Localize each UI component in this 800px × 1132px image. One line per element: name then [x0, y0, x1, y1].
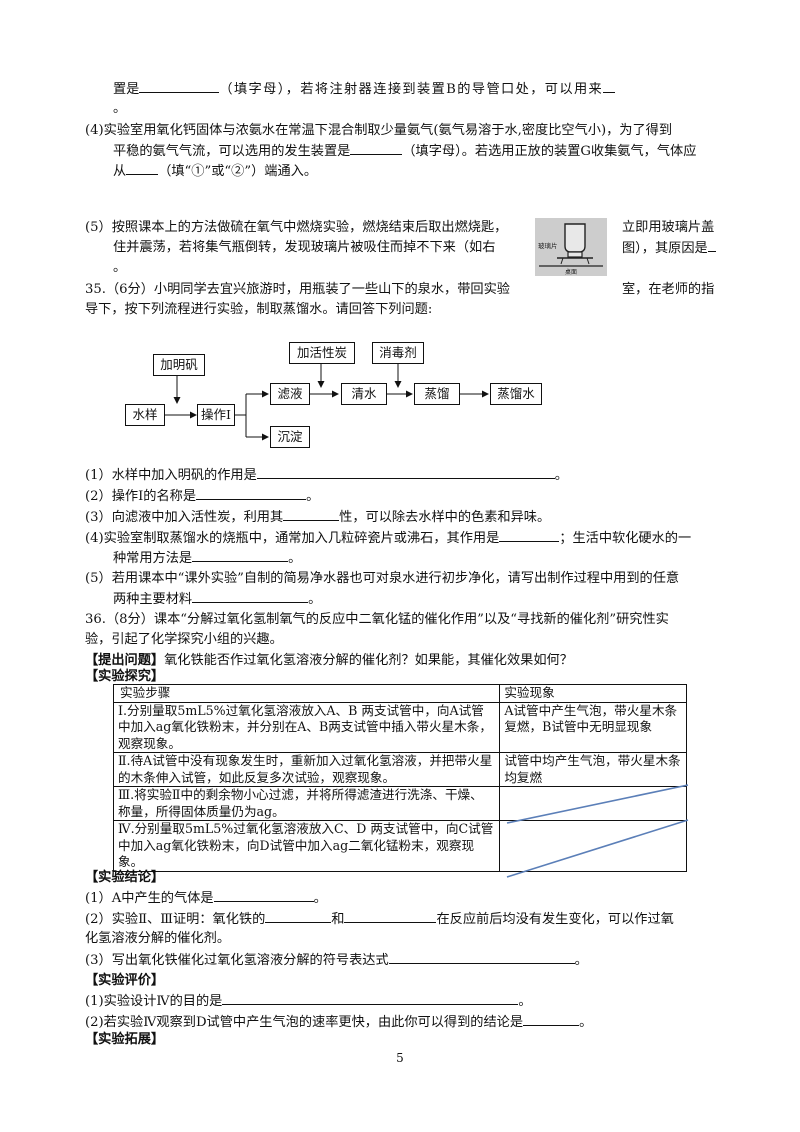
q34-line1: 置是（填字母），若将注射器连接到装置B的导管口处，可以用来 [113, 80, 616, 99]
q5-line2-right: 图），其原因是 [622, 239, 716, 258]
section-tag-explore: 【实验探究】 [85, 669, 165, 684]
table-header-phenomena: 实验现象 [499, 684, 687, 703]
table-header-steps: 实验步骤 [112, 684, 501, 703]
q36-concl-2: (2）实验Ⅱ、Ⅲ证明：氧化铁的和在反应前后均没有发生变化，可以作过氧 [85, 910, 674, 927]
answer-blank[interactable] [344, 910, 437, 923]
answer-blank[interactable] [603, 80, 616, 93]
table-cell-phenomenon [499, 786, 687, 821]
q35-sub5-cont: 两种主要材料。 [113, 590, 322, 607]
q35-sub4: (4)实验室制取蒸馏水的烧瓶中，通常加入几粒碎瓷片或沸石，其作用是；生活中软化硬… [85, 529, 692, 546]
q5-line1: (5）按照课本上的方法做硫在氧气中燃烧实验，燃烧结束后取出燃烧匙， [85, 220, 508, 235]
table-row: Ⅰ.分别量取5mL5%过氧化氢溶液放入A、B 两支试管中，向A试管中加入ag氧化… [112, 701, 687, 753]
table-cell-step: Ⅰ.分别量取5mL5%过氧化氢溶液放入A、B 两支试管中，向A试管中加入ag氧化… [112, 701, 501, 753]
table-cell-phenomenon [499, 820, 687, 872]
flow-box-caozuo: 操作Ⅰ [197, 404, 235, 426]
answer-blank[interactable] [350, 142, 403, 155]
inverted-bottle-image: 玻璃片 桌面 [535, 218, 607, 276]
answer-blank[interactable] [707, 239, 716, 252]
q36-intro-line2: 验，引起了化学探究小组的兴趣。 [85, 632, 283, 647]
answer-blank[interactable] [192, 549, 289, 562]
flow-box-zhengliu: 蒸馏 [414, 383, 460, 405]
flow-box-qingshui: 清水 [341, 383, 387, 405]
answer-blank[interactable] [499, 529, 560, 542]
section-tag-evaluation: 【实验评价】 [85, 973, 165, 988]
q5-line1-right: 立即用玻璃片盖 [622, 220, 715, 235]
q35-sub3: (3）向滤液中加入活性炭，利用其性，可以除去水样中的色素和异味。 [85, 508, 551, 525]
q35-intro-line1-right: 室，在老师的指 [622, 282, 715, 297]
q5-line3: 。 [113, 260, 127, 275]
answer-blank[interactable] [523, 1013, 580, 1026]
pic-label-table: 桌面 [565, 268, 577, 276]
flow-box-shuiyang: 水样 [125, 404, 165, 426]
q36-concl-2-cont: 化氢溶液分解的催化剂。 [85, 931, 231, 946]
table-row: Ⅲ.将实验Ⅱ中的剩余物小心过滤，并将所得滤渣进行洗涤、干燥、称量，所得固体质量仍… [112, 786, 687, 821]
answer-blank[interactable] [388, 951, 575, 964]
table-cell-step: Ⅲ.将实验Ⅱ中的剩余物小心过滤，并将所得滤渣进行洗涤、干燥、称量，所得固体质量仍… [112, 786, 501, 821]
answer-blank[interactable] [196, 487, 307, 500]
q35-intro-line1: 35.（6分）小明同学去宜兴旅游时，用瓶装了一些山下的泉水，带回实验 [85, 282, 510, 297]
pic-label-glass: 玻璃片 [538, 241, 558, 250]
q36-concl-3: (3）写出氧化铁催化过氧化氢溶液分解的符号表达式。 [85, 951, 588, 968]
q35-intro-line2: 导下，按下列流程进行实验，制取蒸馏水。请回答下列问题: [85, 302, 433, 317]
q34-line2: 。 [113, 101, 127, 116]
q4-line1: (4)实验室用氧化钙固体与浓氨水在常温下混合制取少量氨气(氨气易溶于水,密度比空… [85, 123, 673, 138]
q36-eval-1: (1)实验设计Ⅳ的目的是。 [85, 992, 532, 1009]
q36-question: 【提出问题】氧化铁能否作过氧化氢溶液分解的催化剂？如果能，其催化效果如何？ [85, 653, 573, 668]
flow-box-chendian: 沉淀 [270, 426, 310, 448]
table-cell-step: Ⅱ.待A试管中没有现象发生时，重新加入过氧化氢溶液，并把带火星的木条伸入试管，如… [112, 752, 501, 787]
answer-blank[interactable] [139, 80, 220, 93]
q35-sub4-cont: 种常用方法是。 [113, 549, 302, 566]
answer-blank[interactable] [265, 910, 332, 923]
table-header-row: 实验步骤 实验现象 [112, 684, 687, 703]
section-tag-conclusion: 【实验结论】 [85, 870, 165, 885]
section-tag-extension: 【实验拓展】 [85, 1032, 165, 1047]
q5-line2: 住并震荡，若将集气瓶倒转，发现玻璃片被吸住而掉不下来（如右 [113, 240, 496, 255]
bottle-illustration: 玻璃片 桌面 [535, 218, 607, 276]
section-tag-question: 【提出问题】 [85, 653, 165, 668]
q4-line3: 从（填“①”或“②”）端通入。 [113, 162, 318, 179]
q35-sub2: (2）操作Ⅰ的名称是。 [85, 487, 320, 504]
table-cell-step: Ⅳ.分别量取5mL5%过氧化氢溶液放入C、D 两支试管中，向C试管中加入ag氧化… [112, 820, 501, 872]
flow-box-huoxingtan: 加活性炭 [289, 342, 355, 364]
answer-blank[interactable] [256, 466, 555, 479]
q36-concl-1: (1）A中产生的气体是。 [85, 889, 327, 906]
experiment-table: 实验步骤 实验现象 Ⅰ.分别量取5mL5%过氧化氢溶液放入A、B 两支试管中，向… [112, 684, 687, 872]
table-row: Ⅱ.待A试管中没有现象发生时，重新加入过氧化氢溶液，并把带火星的木条伸入试管，如… [112, 752, 687, 787]
flow-box-zhengliushui: 蒸馏水 [490, 383, 542, 405]
answer-blank[interactable] [222, 992, 519, 1005]
answer-blank[interactable] [192, 590, 309, 603]
table-cell-phenomenon: 试管中均产生气泡，带火星木条均复燃 [499, 752, 687, 787]
q35-sub5: (5）若用课本中“课外实验”自制的简易净水器也可对泉水进行初步净化，请写出制作过… [85, 571, 680, 586]
answer-blank[interactable] [126, 162, 159, 175]
table-cell-phenomenon: A试管中产生气泡，带火星木条复燃，B试管中无明显现象 [499, 701, 687, 753]
answer-blank[interactable] [213, 889, 314, 902]
flow-box-xiaodu: 消毒剂 [372, 342, 424, 364]
q36-intro-line1: 36.（8分）课本“分解过氧化氢制氧气的反应中二氧化锰的催化作用”以及“寻找新的… [85, 612, 669, 627]
table-row: Ⅳ.分别量取5mL5%过氧化氢溶液放入C、D 两支试管中，向C试管中加入ag氧化… [112, 820, 687, 872]
q4-line2: 平稳的氨气气流，可以选用的发生装置是（填字母）。若选用正放的装置G收集氨气，气体… [113, 142, 697, 159]
q35-sub1: (1）水样中加入明矾的作用是。 [85, 466, 568, 483]
flow-box-mingfan: 加明矾 [153, 354, 205, 376]
answer-blank[interactable] [283, 508, 340, 521]
q36-eval-2: (2)若实验Ⅳ观察到D试管中产生气泡的速率更快，由此你可以得到的结论是。 [85, 1013, 593, 1030]
flow-box-lvye: 滤液 [270, 383, 310, 405]
page-number: 5 [396, 1051, 404, 1065]
